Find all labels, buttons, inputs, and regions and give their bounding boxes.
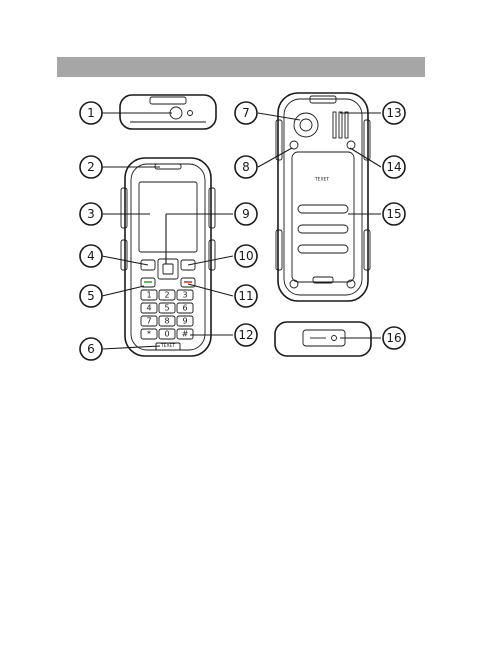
keypad-key-label: 5 xyxy=(164,304,169,313)
front-brand: TEXET xyxy=(160,343,176,349)
svg-text:15: 15 xyxy=(386,207,401,221)
svg-text:10: 10 xyxy=(238,249,253,263)
keypad-key xyxy=(158,289,176,301)
svg-text:11: 11 xyxy=(238,289,253,303)
phone-top-view xyxy=(119,94,217,130)
svg-text:1: 1 xyxy=(87,106,95,120)
keypad: 1 2 3 4 5 6 7 8 9 * 0 # xyxy=(140,289,194,340)
keypad-key xyxy=(158,302,176,314)
keypad-key xyxy=(140,289,158,301)
svg-text:3: 3 xyxy=(87,207,95,221)
keypad-key-label: 6 xyxy=(182,304,187,313)
keypad-key xyxy=(176,328,194,340)
keypad-key xyxy=(176,315,194,327)
callout-16: 16 xyxy=(382,326,406,350)
phone-back-view: TEXET xyxy=(275,92,371,302)
back-brand: TEXET xyxy=(314,177,330,183)
keypad-key-label: 1 xyxy=(146,291,151,300)
keypad-key-label: 4 xyxy=(146,304,151,313)
callout-4: 4 xyxy=(79,244,103,268)
keypad-key xyxy=(176,289,194,301)
keypad-key xyxy=(176,302,194,314)
keypad-key xyxy=(140,328,158,340)
front-screen xyxy=(138,181,198,253)
svg-text:2: 2 xyxy=(87,160,95,174)
callout-9: 9 xyxy=(234,202,258,226)
keypad-key-label: 8 xyxy=(164,317,169,326)
callout-14: 14 xyxy=(382,155,406,179)
svg-text:7: 7 xyxy=(242,106,250,120)
callout-8: 8 xyxy=(234,155,258,179)
svg-text:16: 16 xyxy=(386,331,401,345)
callout-6: 6 xyxy=(79,337,103,361)
svg-text:6: 6 xyxy=(87,342,95,356)
svg-text:13: 13 xyxy=(386,106,401,120)
svg-text:4: 4 xyxy=(87,249,95,263)
svg-text:9: 9 xyxy=(242,207,250,221)
svg-text:14: 14 xyxy=(386,160,401,174)
callout-5: 5 xyxy=(79,284,103,308)
keypad-key-label: 2 xyxy=(164,291,169,300)
phone-bottom-view xyxy=(274,321,372,357)
svg-text:5: 5 xyxy=(87,289,95,303)
callout-3: 3 xyxy=(79,202,103,226)
keypad-key-label: 9 xyxy=(182,317,187,326)
keypad-key-label: 3 xyxy=(182,291,187,300)
keypad-key xyxy=(140,315,158,327)
callout-2: 2 xyxy=(79,155,103,179)
svg-text:8: 8 xyxy=(242,160,250,174)
camera-lens xyxy=(293,112,319,138)
callout-13: 13 xyxy=(382,101,406,125)
callout-7: 7 xyxy=(234,101,258,125)
leader-lines xyxy=(101,112,382,350)
callout-1: 1 xyxy=(79,101,103,125)
header-bar xyxy=(57,57,425,77)
callout-12: 12 xyxy=(234,323,258,347)
keypad-key-label: # xyxy=(182,330,189,339)
keypad-key xyxy=(140,302,158,314)
callout-11: 11 xyxy=(234,284,258,308)
svg-text:12: 12 xyxy=(238,328,253,342)
keypad-key-label: 7 xyxy=(146,317,151,326)
keypad-key-label: 0 xyxy=(164,330,169,339)
keypad-key-label: * xyxy=(147,330,151,339)
keypad-key xyxy=(158,328,176,340)
keypad-key xyxy=(158,315,176,327)
headset-icon xyxy=(331,335,337,341)
callout-10: 10 xyxy=(234,244,258,268)
callout-15: 15 xyxy=(382,202,406,226)
